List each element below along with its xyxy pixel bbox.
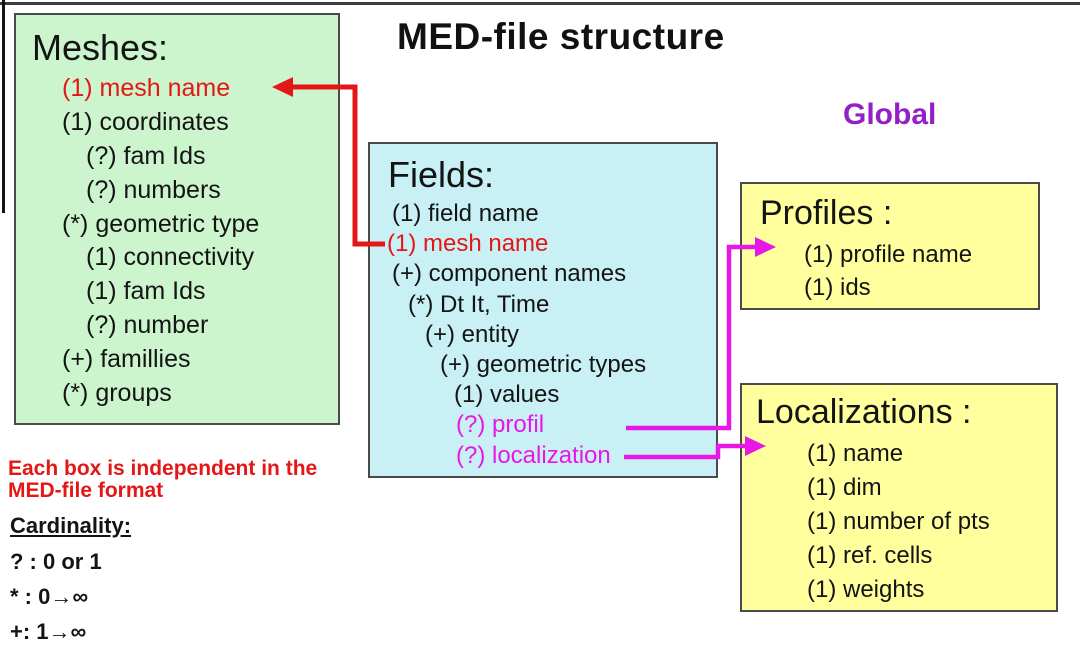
profiles-item-profile-name: (1) profile name bbox=[804, 240, 973, 268]
cardinality-title: Cardinality: bbox=[10, 513, 132, 538]
cardinality-rule-star: * : 0→∞ bbox=[10, 584, 89, 609]
localizations-item-number-of-pts: (1) number of pts bbox=[807, 508, 990, 535]
localizations-box: Localizations : (1) name (1) dim (1) num… bbox=[740, 383, 1058, 612]
fields-item-profil: (?) profil bbox=[456, 411, 545, 439]
fields-box: Fields: (1) field name (1) mesh name (+)… bbox=[368, 142, 718, 478]
cardinality-rule-question: ? : 0 or 1 bbox=[10, 549, 102, 574]
fields-item-entity: (+) entity bbox=[425, 320, 520, 348]
localizations-item-dim: (1) dim bbox=[807, 474, 882, 501]
profiles-box: Profiles : (1) profile name (1) ids bbox=[740, 182, 1040, 310]
fields-box-title: Fields: bbox=[388, 154, 495, 195]
fields-item-component-names: (+) component names bbox=[392, 260, 627, 288]
fields-item-list: (1) field name (1) mesh name (+) compone… bbox=[370, 199, 716, 471]
page-title: MED-file structure bbox=[397, 16, 725, 57]
localizations-item-weights: (1) weights bbox=[807, 576, 925, 603]
localizations-box-title: Localizations : bbox=[756, 393, 972, 431]
cardinality-rule-plus: +: 1→∞ bbox=[10, 619, 87, 644]
independence-note: Each box is independent in the MED-file … bbox=[8, 457, 318, 502]
localizations-item-ref-cells: (1) ref. cells bbox=[807, 542, 933, 569]
fields-item-values: (1) values bbox=[454, 381, 560, 409]
fields-item-mesh-name: (1) mesh name bbox=[387, 230, 549, 258]
global-label: Global bbox=[843, 98, 937, 131]
meshes-item-fam-ids: (?) fam Ids bbox=[86, 141, 206, 170]
meshes-item-coordinates: (1) coordinates bbox=[62, 108, 229, 137]
meshes-item-fam-ids-2: (1) fam Ids bbox=[86, 277, 206, 306]
meshes-item-numbers: (?) numbers bbox=[86, 175, 221, 204]
fields-item-geometric-types: (+) geometric types bbox=[440, 351, 647, 379]
left-border-line bbox=[2, 0, 5, 213]
localizations-item-list: (1) name (1) dim (1) number of pts (1) r… bbox=[742, 437, 1056, 607]
fields-item-dt-it-time: (*) Dt It, Time bbox=[408, 290, 550, 318]
fields-item-localization: (?) localization bbox=[456, 441, 611, 469]
profiles-item-ids: (1) ids bbox=[804, 273, 871, 301]
meshes-item-famillies: (+) famillies bbox=[62, 344, 191, 373]
meshes-item-geometric-type: (*) geometric type bbox=[62, 209, 260, 238]
meshes-item-groups: (*) groups bbox=[62, 378, 172, 407]
profiles-item-list: (1) profile name (1) ids bbox=[742, 238, 1038, 304]
meshes-item-connectivity: (1) connectivity bbox=[86, 243, 255, 272]
top-border-line bbox=[0, 2, 1080, 5]
fields-item-field-name: (1) field name bbox=[392, 200, 539, 228]
meshes-box: Meshes: (1) mesh name (1) coordinates (?… bbox=[14, 13, 340, 425]
meshes-box-title: Meshes: bbox=[32, 27, 169, 68]
meshes-item-mesh-name: (1) mesh name bbox=[62, 74, 231, 103]
meshes-item-list: (1) mesh name (1) coordinates (?) fam Id… bbox=[16, 72, 338, 410]
localizations-item-name: (1) name bbox=[807, 440, 904, 467]
meshes-item-number: (?) number bbox=[86, 310, 209, 339]
profiles-box-title: Profiles : bbox=[760, 194, 893, 232]
